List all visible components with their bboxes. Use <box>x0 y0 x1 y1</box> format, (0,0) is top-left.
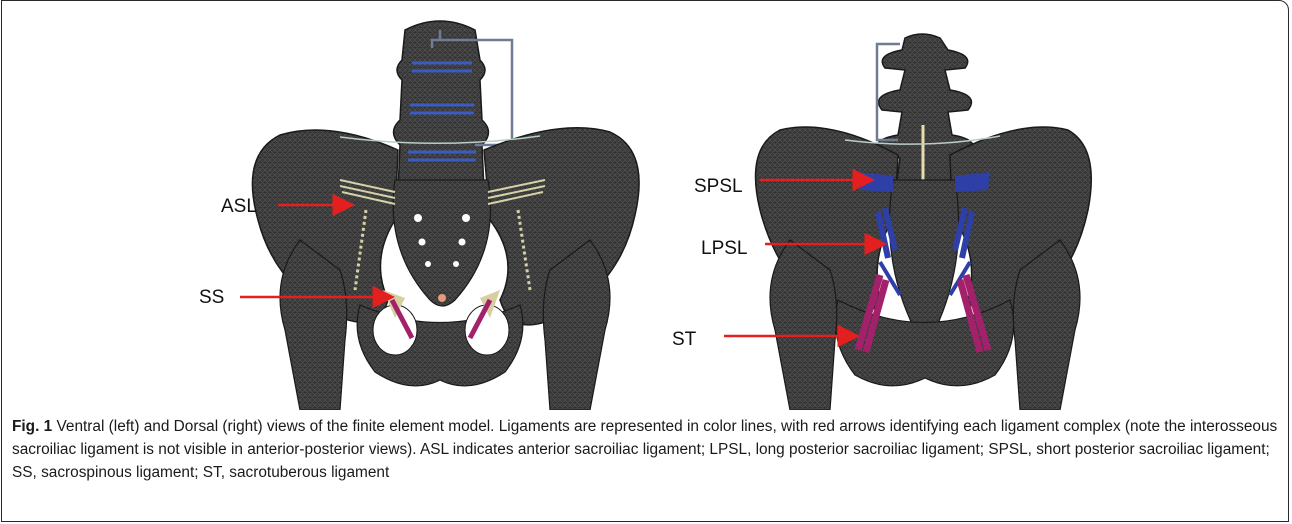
ventral-pelvis-model <box>252 21 639 410</box>
figure-label: Fig. 1 <box>12 418 52 435</box>
figure-caption-text: Ventral (left) and Dorsal (right) views … <box>12 418 1277 481</box>
label-asl: ASL <box>221 196 257 217</box>
label-ss: SS <box>199 287 224 308</box>
figure-image: ASL SS <box>0 0 1292 410</box>
label-lpsl: LPSL <box>701 238 747 259</box>
label-spsl: SPSL <box>694 176 743 197</box>
label-st: ST <box>672 329 697 350</box>
dorsal-pelvis-model <box>756 34 1092 410</box>
figure-caption: Fig. 1 Ventral (left) and Dorsal (right)… <box>12 415 1278 484</box>
